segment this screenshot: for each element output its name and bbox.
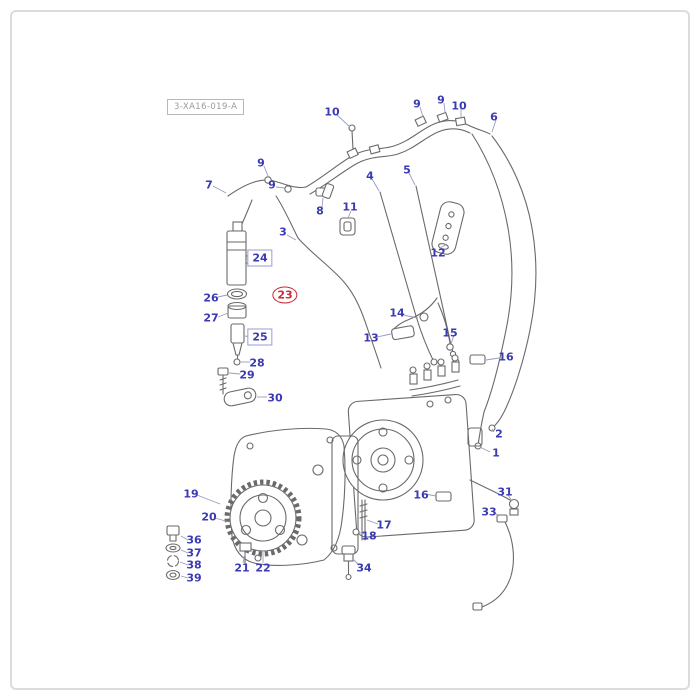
timing-case-group: [224, 427, 359, 566]
part-label-25[interactable]: 25: [247, 328, 273, 346]
bottom-right-group: [469, 479, 520, 611]
part-label-39[interactable]: 39: [186, 571, 202, 585]
part-label-6[interactable]: 6: [490, 110, 498, 124]
part-label-2[interactable]: 2: [495, 427, 503, 441]
part-label-22[interactable]: 22: [255, 561, 271, 575]
part-label-27[interactable]: 27: [203, 311, 219, 325]
part-label-18[interactable]: 18: [361, 529, 377, 543]
part-label-38[interactable]: 38: [186, 558, 202, 572]
part-label-19[interactable]: 19: [183, 487, 199, 501]
part-label-31[interactable]: 31: [497, 485, 513, 499]
long-pipes-group: [239, 185, 460, 369]
fuel-lines-right-group: [471, 133, 537, 450]
part-label-1[interactable]: 1: [492, 446, 500, 460]
part-label-8[interactable]: 8: [316, 204, 324, 218]
part-label-9[interactable]: 9: [437, 93, 445, 107]
part-label-4[interactable]: 4: [366, 169, 374, 183]
part-label-34[interactable]: 34: [356, 561, 372, 575]
part-label-11[interactable]: 11: [342, 200, 358, 214]
part-label-36[interactable]: 36: [186, 533, 202, 547]
part-label-23[interactable]: 23: [272, 286, 298, 304]
part-label-16[interactable]: 16: [498, 350, 514, 364]
part-label-15[interactable]: 15: [442, 326, 458, 340]
leak-off-group: [391, 297, 486, 365]
injector-group: [217, 221, 257, 407]
pump-group: [342, 354, 483, 538]
part-label-29[interactable]: 29: [239, 368, 255, 382]
part-label-3[interactable]: 3: [279, 225, 287, 239]
leader-lines: [179, 102, 513, 579]
part-label-12[interactable]: 12: [430, 246, 446, 260]
part-label-14[interactable]: 14: [389, 306, 405, 320]
part-label-7[interactable]: 7: [205, 178, 213, 192]
part-label-13[interactable]: 13: [363, 331, 379, 345]
bracket-clamp-plate-group: [315, 183, 465, 255]
part-label-16[interactable]: 16: [413, 488, 429, 502]
part-label-9[interactable]: 9: [413, 97, 421, 111]
part-label-10[interactable]: 10: [451, 99, 467, 113]
part-label-28[interactable]: 28: [249, 356, 265, 370]
part-label-17[interactable]: 17: [376, 518, 392, 532]
part-label-10[interactable]: 10: [324, 105, 340, 119]
diagram-code: 3-XA16-019-A: [167, 99, 245, 115]
part-label-9[interactable]: 9: [257, 156, 265, 170]
part-label-20[interactable]: 20: [201, 510, 217, 524]
part-label-33[interactable]: 33: [481, 505, 497, 519]
part-label-24[interactable]: 24: [247, 249, 273, 267]
part-label-21[interactable]: 21: [234, 561, 250, 575]
part-label-30[interactable]: 30: [267, 391, 283, 405]
top-pipes-group: [227, 111, 491, 197]
part-label-37[interactable]: 37: [186, 546, 202, 560]
part-label-26[interactable]: 26: [203, 291, 219, 305]
part-label-5[interactable]: 5: [403, 163, 411, 177]
hardware-group: [165, 499, 368, 581]
part-label-9[interactable]: 9: [268, 178, 276, 192]
